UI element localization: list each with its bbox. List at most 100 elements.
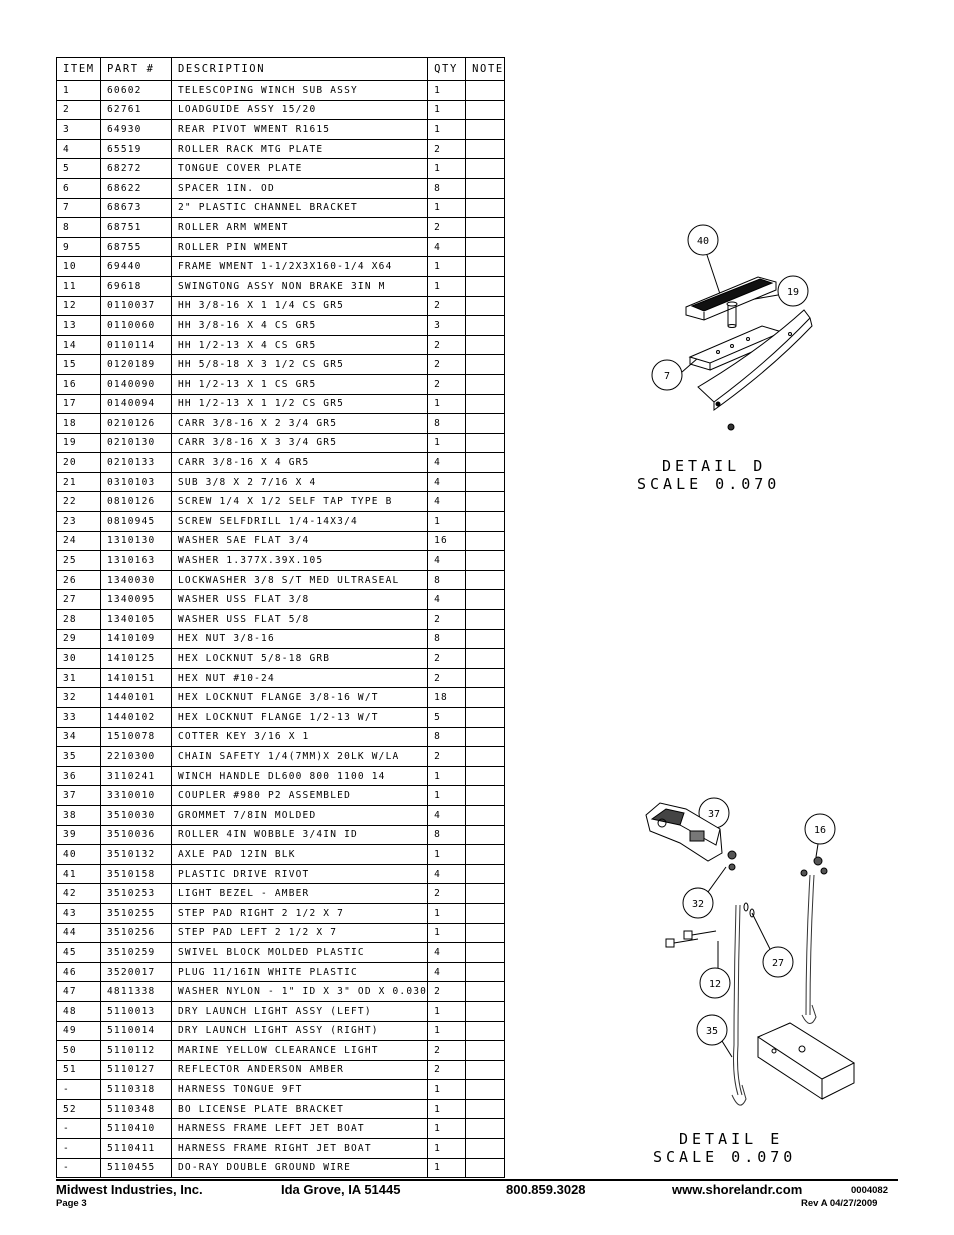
detail-e-drawing: 37 16 32 27 12 35 <box>645 797 856 1106</box>
cell-part-number: 64930 <box>100 119 172 140</box>
cell-qty: 4 <box>427 804 467 826</box>
callout-bubble <box>699 967 731 999</box>
callout-number: 27 <box>772 958 784 969</box>
cell-part-number: 0140090 <box>100 373 172 395</box>
cell-note <box>465 354 505 375</box>
cell-description: ROLLER RACK MTG PLATE <box>170 138 429 160</box>
cell-part-number: 5110318 <box>100 1079 172 1100</box>
cell-qty: 16 <box>427 530 467 552</box>
cell-qty: 2 <box>427 217 467 238</box>
cell-item: 35 <box>56 746 101 767</box>
cell-item: - <box>56 1138 101 1159</box>
cell-qty: 1 <box>427 765 467 787</box>
cell-note <box>465 1040 505 1061</box>
cell-description: COTTER KEY 3/16 X 1 <box>170 726 429 748</box>
cell-qty: 2 <box>427 609 467 630</box>
callout-bubble <box>696 1014 728 1046</box>
cell-part-number: 68272 <box>100 158 172 179</box>
cell-item: 8 <box>56 217 101 238</box>
cell-note <box>465 80 505 101</box>
cell-description: WASHER NYLON - 1" ID X 3" OD X 0.030 <box>170 981 429 1002</box>
cell-note <box>465 158 505 179</box>
cell-item: 49 <box>56 1020 101 1042</box>
cell-description: HARNESS TONGUE 9FT <box>170 1079 429 1100</box>
cell-description: ROLLER PIN WMENT <box>170 236 429 258</box>
cell-item: 34 <box>56 726 101 748</box>
cell-qty: 1 <box>427 1157 467 1179</box>
callout-number: 40 <box>697 236 709 247</box>
cell-item: 51 <box>56 1059 101 1081</box>
cell-item: 27 <box>56 589 101 611</box>
cell-description: SWINGTONG ASSY NON BRAKE 3IN M <box>170 275 429 297</box>
cell-item: - <box>56 1079 101 1100</box>
cell-description: WASHER 1.377X.39X.105 <box>170 550 429 571</box>
safety-chain-right <box>801 874 817 1024</box>
cell-description: CHAIN SAFETY 1/4(7MM)X 20LK W/LA <box>170 746 429 767</box>
cell-description: HH 1/2-13 X 1 1/2 CS GR5 <box>170 393 429 415</box>
cell-note <box>465 902 505 924</box>
cell-part-number: 5110014 <box>100 1020 172 1042</box>
cell-qty: 2 <box>427 373 467 395</box>
cell-note <box>465 197 505 219</box>
cell-note <box>465 413 505 434</box>
cell-qty: 1 <box>427 511 467 532</box>
cell-item: 20 <box>56 452 101 473</box>
cell-part-number: 1410109 <box>100 628 172 650</box>
cell-note <box>465 961 505 983</box>
cell-note <box>465 452 505 473</box>
cell-qty: 4 <box>427 961 467 983</box>
cell-item: 43 <box>56 902 101 924</box>
cell-qty: 8 <box>427 569 467 591</box>
cell-qty: 4 <box>427 863 467 885</box>
cell-note <box>465 1000 505 1022</box>
callout-bubble <box>762 946 794 978</box>
callout-bubble <box>804 813 836 845</box>
cell-item: 11 <box>56 275 101 297</box>
cell-item: 9 <box>56 236 101 258</box>
safety-chain-left <box>731 904 747 1106</box>
cell-qty: 2 <box>427 746 467 767</box>
cell-part-number: 3510253 <box>100 883 172 904</box>
parts-table-header-row: ITEM PART # DESCRIPTION QTY NOTE <box>56 57 505 81</box>
cell-description: AXLE PAD 12IN BLK <box>170 844 429 865</box>
header-part-number: PART # <box>100 57 172 81</box>
cell-description: SUB 3/8 X 2 7/16 X 4 <box>170 471 429 493</box>
cell-part-number: 2210300 <box>100 746 172 767</box>
cell-description: SCREW 1/4 X 1/2 SELF TAP TYPE B <box>170 491 429 513</box>
cell-item: 52 <box>56 1098 101 1120</box>
cell-item: 10 <box>56 256 101 277</box>
callout-number: 7 <box>664 371 670 382</box>
cell-description: HH 5/8-18 X 3 1/2 CS GR5 <box>170 354 429 375</box>
cell-qty: 1 <box>427 844 467 865</box>
cell-item: 15 <box>56 354 101 375</box>
cell-item: 24 <box>56 530 101 552</box>
cell-item: 12 <box>56 295 101 317</box>
cell-description: DRY LAUNCH LIGHT ASSY (RIGHT) <box>170 1020 429 1042</box>
cell-description: GROMMET 7/8IN MOLDED <box>170 804 429 826</box>
cell-item: 6 <box>56 177 101 199</box>
cell-note <box>465 687 505 708</box>
cell-item: 3 <box>56 119 101 140</box>
cell-note <box>465 609 505 630</box>
cell-qty: 1 <box>427 1000 467 1022</box>
cell-qty: 1 <box>427 1020 467 1042</box>
cell-qty: 1 <box>427 432 467 454</box>
cell-note <box>465 432 505 454</box>
cell-qty: 4 <box>427 589 467 611</box>
cell-item: 30 <box>56 648 101 669</box>
cell-qty: 2 <box>427 1040 467 1061</box>
cell-note <box>465 1157 505 1179</box>
cell-item: 31 <box>56 667 101 689</box>
